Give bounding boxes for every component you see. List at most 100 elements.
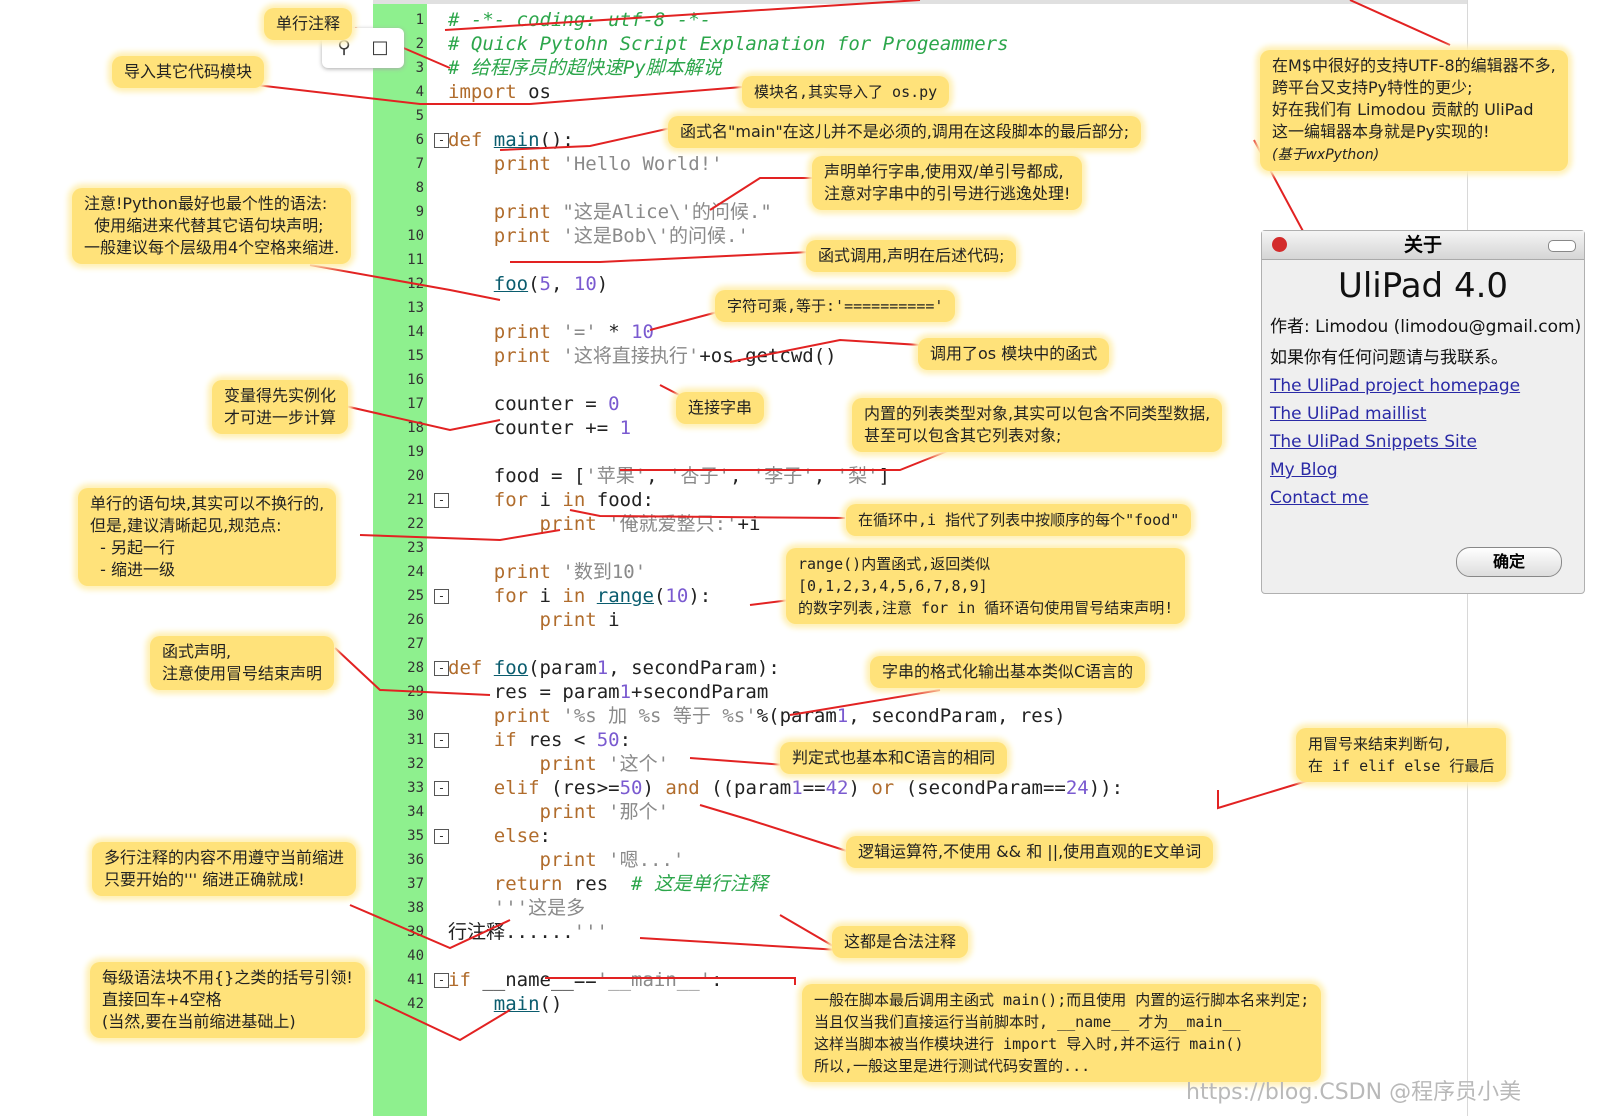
code-line[interactable]: import os: [448, 81, 551, 103]
code-line[interactable]: print '这将直接执行'+os.getcwd(): [493, 345, 837, 367]
ok-button[interactable]: 确定: [1456, 547, 1562, 577]
note-range-function: range()内置函式,返回类似 [0,1,2,3,4,5,6,7,8,9] 的…: [786, 548, 1186, 624]
code-line[interactable]: '''这是多: [493, 897, 586, 919]
line-number: 34: [407, 804, 424, 820]
collapse-button[interactable]: [1548, 240, 1576, 252]
fold-toggle-icon[interactable]: -: [434, 733, 449, 748]
note-multiline-comment: 多行注释的内容不用遵守当前缩进 只要开始的''' 缩进正确就成!: [92, 842, 357, 896]
note-main-function: 函式名"main"在这儿并不是必须的,调用在这段脚本的最后部分;: [668, 116, 1142, 148]
fold-toggle-icon[interactable]: -: [434, 781, 449, 796]
note-os-module: 调用了os 模块中的函式: [918, 338, 1110, 370]
note-ulipad-base: (基于wxPython): [1272, 147, 1380, 163]
code-line[interactable]: print '俺就爱整只:'+i: [539, 513, 761, 535]
code-line[interactable]: for i in range(10):: [493, 585, 712, 607]
note-string-format: 字串的格式化输出基本类似C语言的: [870, 656, 1146, 688]
code-line[interactable]: return res # 这是单行注释: [493, 873, 768, 895]
code-line[interactable]: print '=' * 10: [493, 321, 654, 343]
line-number: 11: [407, 252, 424, 268]
code-line[interactable]: print 'Hello World!': [493, 153, 723, 175]
note-main-guard: 一般在脚本最后调用主函式 main();而且使用 内置的运行脚本名来判定; 当且…: [802, 984, 1322, 1082]
line-number: 41: [407, 972, 424, 988]
code-line[interactable]: else:: [493, 825, 551, 847]
link-homepage[interactable]: The UliPad project homepage: [1270, 376, 1521, 396]
about-contact-text: 如果你有任何问题请与我联系。: [1270, 348, 1508, 368]
line-number: 10: [407, 228, 424, 244]
code-line[interactable]: def foo(param1, secondParam):: [448, 657, 780, 679]
code-line[interactable]: print i: [539, 609, 620, 631]
code-line[interactable]: res = param1+secondParam: [448, 681, 769, 703]
code-line[interactable]: 行注释......''': [448, 921, 608, 943]
code-line[interactable]: elif (res>=50) and ((param1==42) or (sec…: [493, 777, 1124, 799]
code-line[interactable]: # -*- coding: utf-8 -*-: [448, 9, 712, 31]
note-function-call: 函式调用,声明在后述代码;: [806, 240, 1017, 272]
link-maillist[interactable]: The UliPad maillist: [1270, 404, 1427, 424]
note-conditions: 判定式也基本和C语言的相同: [780, 742, 1008, 774]
fold-toggle-icon[interactable]: -: [434, 661, 449, 676]
line-number: 13: [407, 300, 424, 316]
line-number: 35: [407, 828, 424, 844]
code-line[interactable]: print '那个': [539, 801, 670, 823]
line-number: 37: [407, 876, 424, 892]
note-no-braces: 每级语法块不用{}之类的括号引领! 直接回车+4空格 (当然,要在当前缩进基础上…: [90, 962, 365, 1038]
line-number: 38: [407, 900, 424, 916]
code-line[interactable]: print '嗯...': [539, 849, 685, 871]
line-number: 16: [407, 372, 424, 388]
comment-icon[interactable]: □: [371, 37, 389, 58]
code-line[interactable]: main(): [493, 993, 563, 1015]
code-line[interactable]: print '数到10': [493, 561, 647, 583]
code-line[interactable]: # 给程序员的超快速Py脚本解说: [448, 57, 722, 79]
code-line[interactable]: print '这是Bob\'的问候.': [493, 225, 749, 247]
note-string-concat: 连接字串: [676, 392, 765, 424]
note-variable-init: 变量得先实例化 才可进一步计算: [212, 380, 349, 434]
code-line[interactable]: counter += 1: [448, 417, 632, 439]
note-for-loop: 在循环中,i 指代了列表中按顺序的每个"food": [846, 504, 1192, 536]
line-number: 15: [407, 348, 424, 364]
editor-top-border: [373, 0, 1467, 4]
about-heading: UliPad 4.0: [1337, 266, 1509, 306]
line-number: 5: [415, 108, 424, 124]
code-line[interactable]: if res < 50:: [493, 729, 632, 751]
line-number: 19: [407, 444, 424, 460]
note-colon-conditions: 用冒号来结束判断句, 在 if elif else 行最后: [1296, 728, 1507, 782]
line-number: 21: [407, 492, 424, 508]
note-list-type: 内置的列表类型对象,其实可以包含不同类型数据, 甚至可以包含其它列表对象;: [852, 398, 1223, 452]
code-line[interactable]: foo(5, 10): [493, 273, 609, 295]
line-number: 7: [415, 156, 424, 172]
line-number: 23: [407, 540, 424, 556]
note-indentation: 注意!Python最好也最个性的语法: 使用缩进来代替其它语句块声明; 一般建议…: [72, 188, 352, 264]
fold-toggle-icon[interactable]: -: [434, 589, 449, 604]
fold-toggle-icon[interactable]: -: [434, 493, 449, 508]
code-line[interactable]: counter = 0: [448, 393, 620, 415]
link-contact[interactable]: Contact me: [1270, 488, 1369, 508]
line-number: 22: [407, 516, 424, 532]
note-logic-operators: 逻辑运算符,不使用 && 和 ||,使用直观的E文单词: [846, 836, 1214, 868]
code-line[interactable]: # Quick Pytohn Script Explanation for Pr…: [448, 33, 1009, 55]
line-number: 28: [407, 660, 424, 676]
line-number: 1: [415, 12, 424, 28]
fold-toggle-icon[interactable]: -: [434, 133, 449, 148]
line-number: 40: [407, 948, 424, 964]
code-line[interactable]: print '这个': [539, 753, 670, 775]
code-line[interactable]: def main():: [448, 129, 574, 151]
code-line[interactable]: food = ['苹果', '杏子', '李子', '梨']: [448, 465, 890, 487]
code-line[interactable]: if __name__=='__main__':: [448, 969, 723, 991]
search-icon[interactable]: ⚲: [337, 37, 351, 58]
close-button[interactable]: [1272, 237, 1287, 252]
fold-toggle-icon[interactable]: -: [434, 829, 449, 844]
note-single-line-block: 单行的语句块,其实可以不换行的, 但是,建议清晰起见,规范点: - 另起一行 -…: [78, 488, 337, 586]
line-number: 8: [415, 180, 424, 196]
note-function-declaration: 函式声明, 注意使用冒号结束声明: [150, 636, 335, 690]
link-blog[interactable]: My Blog: [1270, 460, 1338, 480]
note-module-name: 模块名,其实导入了 os.py: [742, 76, 950, 108]
line-number: 12: [407, 276, 424, 292]
code-line[interactable]: print "这是Alice\'的问候.": [493, 201, 772, 223]
code-line[interactable]: for i in food:: [493, 489, 654, 511]
line-number: 36: [407, 852, 424, 868]
fold-toggle-icon[interactable]: -: [434, 973, 449, 988]
about-dialog: 关于 UliPad 4.0 作者: Limodou (limodou@gmail…: [1261, 230, 1585, 594]
line-number: 32: [407, 756, 424, 772]
link-snippets[interactable]: The UliPad Snippets Site: [1270, 432, 1477, 452]
line-number: 30: [407, 708, 424, 724]
code-line[interactable]: print '%s 加 %s 等于 %s'%(param1, secondPar…: [493, 705, 1066, 727]
note-valid-comments: 这都是合法注释: [832, 926, 969, 958]
